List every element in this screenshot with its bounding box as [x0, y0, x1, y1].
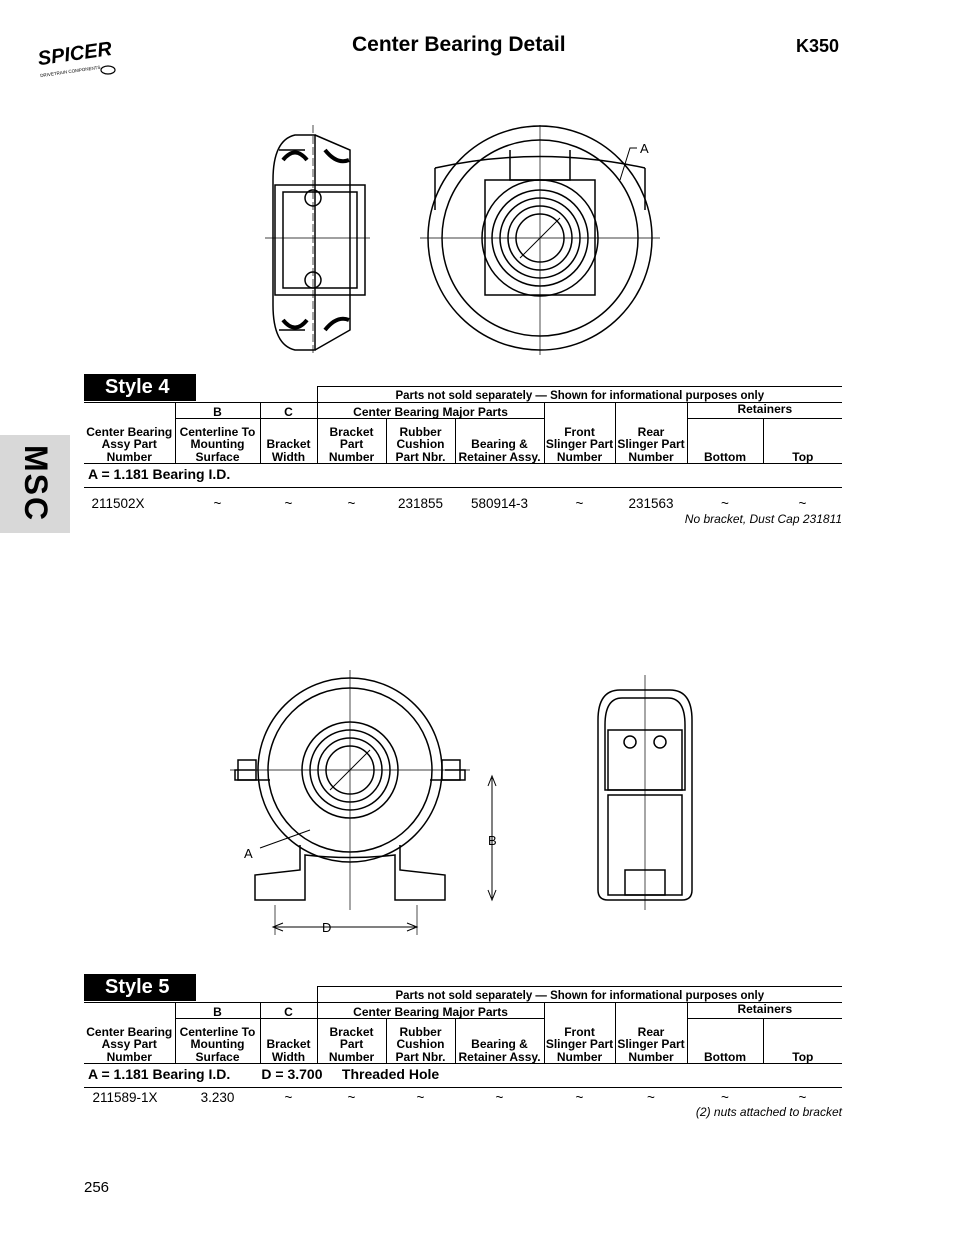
col-c-letter: C [259, 1002, 318, 1019]
style4-front-view: A [420, 125, 660, 355]
cell: 3.230 [200, 1090, 235, 1105]
cell: ~ [284, 1090, 293, 1105]
cell: ~ [798, 1090, 807, 1105]
cell: 580914-3 [470, 496, 529, 511]
cell: ~ [798, 496, 807, 511]
style4-side-view [265, 125, 370, 355]
cell: ~ [647, 1090, 655, 1105]
cell: ~ [416, 1090, 425, 1105]
cell: 211589-1X [92, 1090, 158, 1105]
cell: ~ [495, 1090, 504, 1105]
col-bracket: Bracket Part Number [316, 418, 387, 464]
col-major-group: Center Bearing Major Parts [316, 402, 545, 419]
group-header-informational: Parts not sold separately — Shown for in… [316, 986, 843, 1003]
col-c-label: Bracket Width [259, 1018, 318, 1064]
col-bottom: Bottom [686, 418, 764, 464]
style5-table-header: Parts not sold separately — Shown for in… [84, 986, 843, 1064]
cell: ~ [347, 1090, 356, 1105]
col-top: Top [762, 1018, 843, 1064]
col-b-label: Centerline To Mounting Surface [174, 418, 260, 464]
col-assy: Center Bearing Assy Part Number [84, 402, 175, 464]
cell: 231563 [628, 496, 674, 511]
style4-diagram: A [265, 125, 660, 355]
style4-title: Style 4 [84, 374, 196, 401]
side-tab-label: MSC [18, 445, 54, 523]
style5-note: (2) nuts attached to bracket [695, 1105, 842, 1119]
col-bracket: Bracket Part Number [316, 1018, 387, 1064]
cell: ~ [284, 496, 293, 511]
style5-diagram: A B D [230, 670, 693, 935]
col-b-letter: B [174, 402, 260, 419]
col-front: Front Slinger Part Number [543, 1002, 616, 1064]
cell: ~ [347, 496, 356, 511]
style5-front-view: A B D [230, 670, 497, 935]
style4-note: No bracket, Dust Cap 231811 [684, 512, 842, 526]
logo-wordmark: SPICER [36, 38, 113, 70]
cell: ~ [575, 496, 584, 511]
page-title: Center Bearing Detail [352, 33, 566, 56]
col-major-group: Center Bearing Major Parts [316, 1002, 545, 1019]
col-bottom: Bottom [686, 1018, 764, 1064]
style5-label-b: B [488, 833, 497, 848]
col-assy: Center Bearing Assy Part Number [84, 1002, 175, 1064]
style4-subhead: A = 1.181 Bearing I.D. [88, 466, 231, 482]
table-row: 211502X ~ ~ ~ 231855 580914-3 ~ 231563 ~… [84, 496, 842, 514]
side-tab[interactable]: MSC [0, 435, 70, 533]
col-rear: Rear Slinger Part Number [614, 1002, 688, 1064]
cell: 211502X [91, 496, 145, 511]
col-b-label: Centerline To Mounting Surface [174, 1018, 260, 1064]
style4-table-header: Parts not sold separately — Shown for in… [84, 386, 843, 464]
col-rear: Rear Slinger Part Number [614, 402, 688, 464]
style5-label-d: D [322, 920, 331, 935]
style5-side-view [597, 675, 693, 910]
col-rubber: Rubber Cushion Part Nbr. [385, 418, 456, 464]
col-front: Front Slinger Part Number [543, 402, 616, 464]
col-c-letter: C [259, 402, 318, 419]
col-b-letter: B [174, 1002, 260, 1019]
style5-title: Style 5 [84, 974, 196, 1001]
group-header-informational: Parts not sold separately — Shown for in… [316, 386, 843, 403]
cell: ~ [213, 496, 222, 511]
cell: 231855 [397, 496, 444, 511]
page-number: 256 [84, 1179, 110, 1196]
cell: ~ [721, 1090, 729, 1105]
col-retainers: Retainers [686, 1002, 843, 1019]
col-bearing: Bearing & Retainer Assy. [454, 1018, 545, 1064]
model-code: K350 [796, 36, 840, 56]
style5-label-a: A [244, 846, 253, 861]
logo-emblem-icon [100, 65, 116, 75]
style4-divider [84, 487, 842, 488]
col-bearing: Bearing & Retainer Assy. [454, 418, 545, 464]
col-retainers: Retainers [686, 402, 843, 419]
style5-divider [84, 1087, 842, 1088]
style5-subhead: A = 1.181 Bearing I.D. D = 3.700 Threade… [88, 1066, 440, 1082]
col-top: Top [762, 418, 843, 464]
table-row: 211589-1X 3.230 ~ ~ ~ ~ ~ ~ ~ ~ [84, 1090, 842, 1108]
cell: ~ [721, 496, 729, 511]
col-c-label: Bracket Width [259, 418, 318, 464]
style4-label-a: A [640, 141, 649, 156]
cell: ~ [575, 1090, 584, 1105]
col-rubber: Rubber Cushion Part Nbr. [385, 1018, 456, 1064]
spicer-logo: SPICER DRIVETRAIN COMPONENTS [36, 32, 120, 87]
